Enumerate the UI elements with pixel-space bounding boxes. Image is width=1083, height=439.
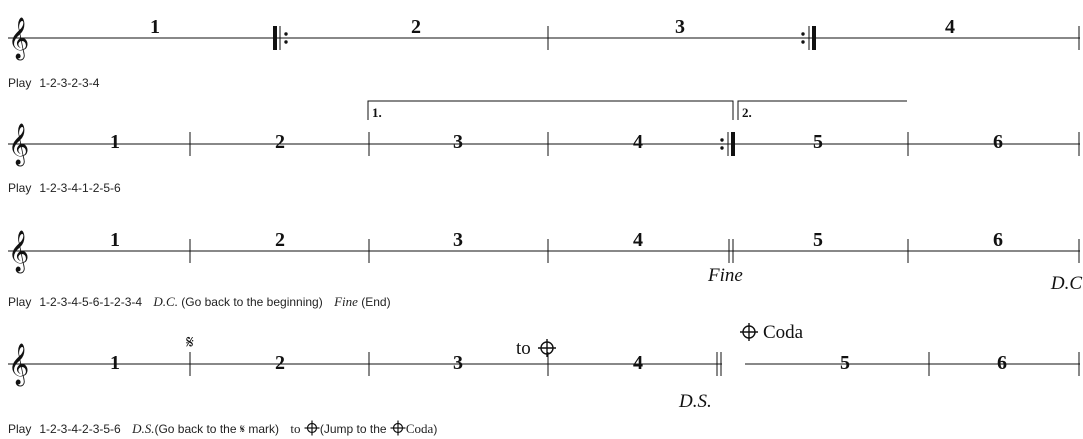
caption-label: Play xyxy=(8,76,32,90)
measure-number: 5 xyxy=(813,131,823,153)
dc-term: D.C. xyxy=(153,294,178,309)
measure-number: 2 xyxy=(275,352,285,374)
segno-icon: 𝄋 xyxy=(186,332,194,353)
to-coda-marking: to xyxy=(516,338,556,359)
measure-number: 1 xyxy=(150,16,160,38)
measure-number: 2 xyxy=(411,16,421,38)
ds-description-start: (Go back to the xyxy=(154,422,237,436)
coda-icon xyxy=(304,420,320,436)
double-barline xyxy=(728,239,734,263)
first-ending-bracket: 1. xyxy=(367,100,734,120)
measure-number: 6 xyxy=(997,352,1007,374)
measure-number: 2 xyxy=(275,131,285,153)
volta-label: 2. xyxy=(742,105,752,120)
fine-term: Fine xyxy=(334,294,358,309)
caption-row-1: Play 1-2-3-2-3-4 xyxy=(8,76,99,90)
measure-number: 6 xyxy=(993,229,1003,251)
caption-sequence: 1-2-3-4-1-2-5-6 xyxy=(39,181,121,195)
caption-sequence: 1-2-3-4-2-3-5-6 xyxy=(39,422,121,436)
fine-marking: Fine xyxy=(707,265,743,286)
measure-number: 5 xyxy=(813,229,823,251)
to-term: to xyxy=(290,421,301,436)
measure-number: 6 xyxy=(993,131,1003,153)
measure-number: 3 xyxy=(453,229,463,251)
treble-clef-icon: 𝄞 xyxy=(8,123,29,166)
measure-number: 1 xyxy=(110,352,120,374)
measure-number: 2 xyxy=(275,229,285,251)
to-label: to xyxy=(516,338,531,359)
measure-number: 4 xyxy=(633,131,643,153)
treble-clef-icon: 𝄞 xyxy=(8,17,29,60)
coda-icon xyxy=(740,323,758,341)
coda-icon xyxy=(390,420,406,436)
jump-description-start: (Jump to the xyxy=(319,422,387,436)
volta-label: 1. xyxy=(372,105,382,120)
start-repeat-barline xyxy=(273,26,288,50)
jump-description-end: ) xyxy=(433,422,438,436)
end-repeat-barline xyxy=(801,26,816,50)
double-barline xyxy=(716,352,722,376)
caption-sequence: 1-2-3-4-5-6-1-2-3-4 xyxy=(39,295,143,309)
coda-icon xyxy=(538,339,556,357)
dc-marking: D.C xyxy=(1050,273,1082,294)
measure-number: 3 xyxy=(453,131,463,153)
segno-icon: 𝄋 xyxy=(239,422,246,436)
caption-label: Play xyxy=(8,422,32,436)
staff-row-3: 𝄞 1 2 3 4 Fine 5 6 D.C xyxy=(8,229,1082,294)
measure-number: 3 xyxy=(675,16,685,38)
measure-number: 4 xyxy=(633,229,643,251)
coda-heading: Coda xyxy=(740,322,804,343)
coda-label: Coda xyxy=(763,322,804,343)
coda-term: Coda xyxy=(405,421,434,436)
caption-sequence: 1-2-3-2-3-4 xyxy=(39,76,100,90)
ds-marking: D.S. xyxy=(678,391,712,412)
staff-row-1: 𝄞 1 2 3 4 xyxy=(8,16,1080,60)
treble-clef-icon: 𝄞 xyxy=(8,343,29,386)
measure-number: 4 xyxy=(945,16,955,38)
dc-description: (Go back to the beginning) xyxy=(181,295,323,309)
end-repeat-barline xyxy=(720,132,735,156)
measure-number: 4 xyxy=(633,352,643,374)
second-ending-bracket: 2. xyxy=(737,100,907,120)
caption-row-2: Play 1-2-3-4-1-2-5-6 xyxy=(8,181,121,195)
caption-label: Play xyxy=(8,181,32,195)
fine-description: (End) xyxy=(361,295,391,309)
ds-description-end: mark) xyxy=(248,422,280,436)
caption-row-3: Play 1-2-3-4-5-6-1-2-3-4 D.C. (Go back to… xyxy=(8,294,391,310)
treble-clef-icon: 𝄞 xyxy=(8,230,29,273)
measure-number: 1 xyxy=(110,229,120,251)
ds-term: D.S. xyxy=(132,421,155,436)
staff-row-4: Coda 𝄞 1 𝄋 2 3 to 4 D.S. 5 6 xyxy=(8,322,1080,412)
measure-number: 5 xyxy=(840,352,850,374)
caption-label: Play xyxy=(8,295,32,309)
measure-number: 3 xyxy=(453,352,463,374)
staff-row-2: 1. 2. 𝄞 1 2 3 4 5 6 xyxy=(8,100,1080,166)
measure-number: 1 xyxy=(110,131,120,153)
